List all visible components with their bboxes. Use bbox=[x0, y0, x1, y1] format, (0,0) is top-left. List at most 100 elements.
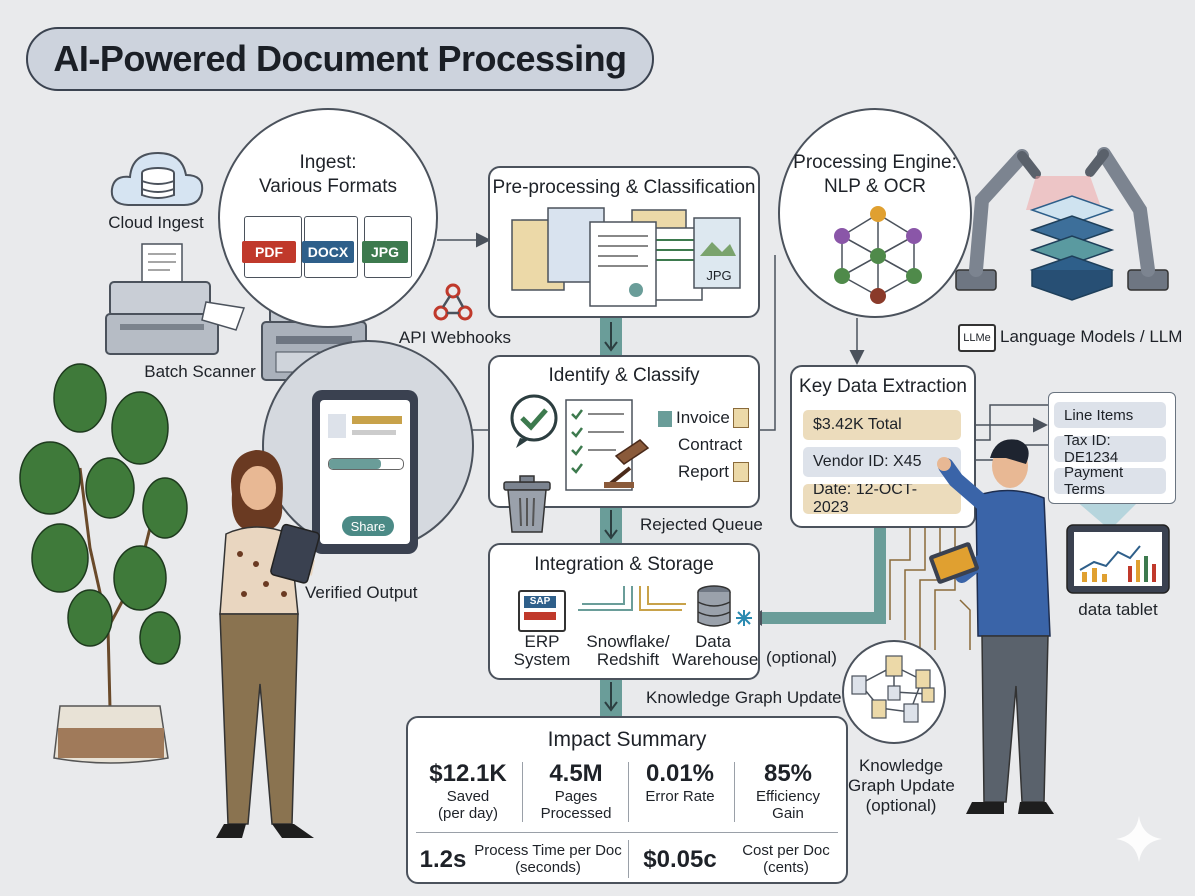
divider bbox=[734, 762, 735, 822]
llm-chip-icon: LLMe bbox=[958, 324, 996, 352]
integration-flow-lines bbox=[578, 586, 686, 611]
dw-label-1: Data bbox=[695, 632, 731, 651]
metric-value: 0.01% bbox=[645, 760, 715, 787]
metric-caption-2: Processed bbox=[540, 805, 612, 822]
divider bbox=[628, 840, 629, 878]
share-button[interactable]: Share bbox=[342, 516, 394, 536]
classify-illustration bbox=[510, 394, 650, 491]
cloud-database-icon bbox=[110, 151, 204, 206]
snow-label-2: Redshift bbox=[596, 650, 660, 669]
kg-update-label: Knowledge Graph Update bbox=[646, 688, 842, 707]
content-line bbox=[352, 430, 396, 435]
ingest-heading-1: Ingest: bbox=[299, 152, 357, 173]
robotic-arms-icon bbox=[955, 147, 1169, 301]
pdf-tag: PDF bbox=[242, 241, 296, 263]
metric-caption-1: Error Rate bbox=[645, 788, 715, 805]
sparkle-icon bbox=[1116, 816, 1162, 862]
date-field: Date: 12-OCT-2023 bbox=[803, 484, 961, 514]
data-warehouse-icon bbox=[697, 585, 752, 627]
impact-divider bbox=[416, 832, 838, 833]
process-time-cap-1: Process Time per Doc bbox=[474, 842, 622, 859]
progress-bar bbox=[328, 458, 404, 470]
cost-cap-1: Cost per Doc bbox=[742, 842, 830, 859]
cost-cap-2: (cents) bbox=[763, 859, 809, 876]
divider bbox=[522, 762, 523, 822]
metric-value: 85% bbox=[763, 760, 813, 787]
knowledge-graph-icon bbox=[851, 655, 935, 723]
rejected-queue-label: Rejected Queue bbox=[640, 515, 763, 534]
invoice-label: Invoice bbox=[676, 408, 730, 427]
cost-value: $0.05c bbox=[643, 846, 717, 873]
neural-network-icon bbox=[834, 206, 922, 304]
metrics-row: $12.1K Saved (per day) 4.5M Pages Proces… bbox=[418, 760, 836, 830]
progress-fill bbox=[329, 459, 381, 469]
integration-heading: Integration & Storage bbox=[534, 554, 714, 575]
preprocessing-heading: Pre-processing & Classification bbox=[492, 177, 756, 198]
sap-logo: SAP bbox=[524, 596, 556, 608]
extraction-heading: Key Data Extraction bbox=[799, 376, 967, 397]
invoice-icon bbox=[658, 410, 672, 427]
kg-caption-1: Knowledge bbox=[858, 756, 944, 775]
down-arrow-icon bbox=[604, 322, 618, 352]
kg-caption-2: Graph Update bbox=[848, 776, 955, 795]
metric-value: 4.5M bbox=[549, 760, 603, 787]
process-time-caption: Process Time per Doc (seconds) bbox=[472, 842, 624, 876]
impact-summary-box bbox=[406, 716, 848, 884]
doc-type-invoice: Invoice bbox=[658, 408, 730, 428]
api-webhooks-label: API Webhooks bbox=[398, 328, 512, 347]
pdf-file-icon: PDF bbox=[242, 216, 302, 278]
metric-value: $12.1K bbox=[429, 760, 507, 787]
batch-scanner-label: Batch Scanner bbox=[144, 362, 256, 381]
report-doc-icon bbox=[733, 462, 749, 482]
ingest-heading-2: Various Formats bbox=[259, 176, 397, 197]
docx-file-icon: DOCX bbox=[302, 216, 358, 278]
metric-pages: 4.5M Pages Processed bbox=[526, 760, 626, 822]
metric-caption-2: (per day) bbox=[437, 805, 499, 822]
dw-label: Data Warehouse bbox=[672, 632, 759, 669]
detail-tax-id: Tax ID: DE1234 bbox=[1054, 432, 1166, 466]
erp-screen-icon: SAP bbox=[518, 590, 566, 632]
impact-heading: Impact Summary bbox=[547, 728, 707, 751]
doc-thumb-icon bbox=[328, 414, 346, 438]
erp-label: ERP System bbox=[508, 633, 576, 669]
content-bar bbox=[352, 416, 402, 424]
title-banner: AI-Powered Document Processing bbox=[26, 27, 654, 91]
cost-caption: Cost per Doc (cents) bbox=[734, 842, 838, 876]
engine-heading-1: Processing Engine: bbox=[793, 152, 957, 173]
detail-payment-terms: Payment Terms bbox=[1054, 464, 1166, 498]
kg-caption: Knowledge Graph Update (optional) bbox=[848, 756, 955, 816]
erp-label-1: ERP bbox=[524, 632, 560, 651]
llm-label: Language Models / LLM bbox=[1000, 327, 1183, 346]
jpg-file-icon: JPG bbox=[362, 216, 412, 278]
snow-label-1: Snowflake/ bbox=[586, 632, 670, 651]
invoice-doc-icon bbox=[733, 408, 749, 428]
classify-heading: Identify & Classify bbox=[548, 365, 700, 386]
metric-saved: $12.1K Saved (per day) bbox=[418, 760, 518, 822]
down-arrow-icon bbox=[604, 510, 618, 540]
snowflake-label: Snowflake/ Redshift bbox=[580, 633, 676, 669]
doc-type-contract: Contract bbox=[678, 435, 743, 454]
metric-caption-1: Saved bbox=[446, 788, 490, 805]
erp-label-2: System bbox=[513, 650, 571, 669]
down-arrow-icon bbox=[604, 682, 618, 712]
divider bbox=[628, 762, 629, 822]
verified-output-label: Verified Output bbox=[305, 583, 418, 602]
process-time-value: 1.2s bbox=[419, 846, 467, 873]
cloud-ingest-label: Cloud Ingest bbox=[108, 213, 204, 232]
man-pointing-figure bbox=[929, 439, 1054, 814]
metric-caption-2: Gain bbox=[772, 805, 804, 822]
optional-label: (optional) bbox=[766, 648, 837, 667]
webhook-icon bbox=[433, 283, 473, 321]
woman-with-tablet-figure bbox=[216, 450, 320, 838]
metric-caption-1: Pages bbox=[554, 788, 598, 805]
erp-bar bbox=[524, 612, 556, 620]
vendor-field: Vendor ID: X45 bbox=[803, 447, 961, 477]
detail-line-items: Line Items bbox=[1054, 402, 1166, 428]
batch-scanner-icon bbox=[105, 243, 246, 355]
jpg-doc-tag: JPG bbox=[706, 268, 732, 283]
kg-caption-3: (optional) bbox=[865, 796, 937, 815]
dw-label-2: Warehouse bbox=[672, 650, 759, 669]
metric-caption-1: Efficiency bbox=[756, 788, 820, 805]
docx-tag: DOCX bbox=[302, 241, 354, 263]
process-time-cap-2: (seconds) bbox=[515, 859, 581, 876]
